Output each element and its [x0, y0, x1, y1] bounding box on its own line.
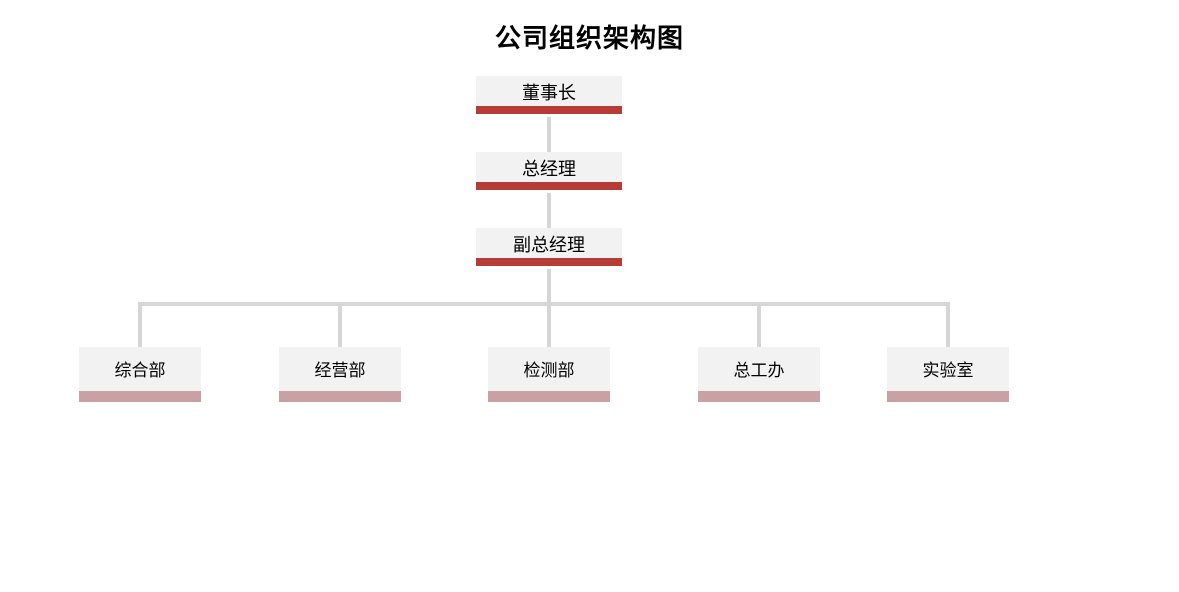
node-department-1[interactable]: 综合部 — [79, 347, 201, 402]
node-general-manager-label: 总经理 — [522, 159, 576, 181]
connector-drop-dept-2 — [338, 302, 342, 347]
connector-drop-dept-5 — [946, 302, 950, 347]
connector-drop-dept-3 — [547, 302, 551, 347]
node-chairman[interactable]: 董事长 — [476, 76, 622, 114]
node-department-3-label: 检测部 — [523, 361, 575, 382]
connector-drop-dept-4 — [757, 302, 761, 347]
node-department-5-label: 实验室 — [922, 361, 974, 382]
page-title: 公司组织架构图 — [494, 24, 684, 54]
node-department-4-accent-bar — [698, 391, 820, 402]
node-department-3-accent-bar — [488, 391, 610, 402]
node-department-5[interactable]: 实验室 — [887, 347, 1009, 402]
node-chairman-label: 董事长 — [522, 83, 576, 105]
node-department-4[interactable]: 总工办 — [698, 347, 820, 402]
node-department-1-accent-bar — [79, 391, 201, 402]
connector-drop-dept-1 — [138, 302, 142, 347]
node-department-2-accent-bar — [279, 391, 401, 402]
node-deputy-general-manager-accent-bar — [476, 258, 622, 266]
node-department-2[interactable]: 经营部 — [279, 347, 401, 402]
node-department-3[interactable]: 检测部 — [488, 347, 610, 402]
node-department-1-label: 综合部 — [114, 361, 166, 382]
connector-gm-to-deputy — [547, 193, 551, 231]
node-chairman-accent-bar — [476, 106, 622, 114]
connector-deputy-trunk — [547, 269, 551, 306]
connector-chairman-to-gm — [547, 117, 551, 155]
node-department-2-label: 经营部 — [314, 361, 366, 382]
node-department-5-accent-bar — [887, 391, 1009, 402]
node-department-4-label: 总工办 — [733, 361, 785, 382]
node-deputy-general-manager[interactable]: 副总经理 — [476, 228, 622, 266]
connector-department-bus — [138, 302, 950, 306]
node-general-manager-accent-bar — [476, 182, 622, 190]
node-deputy-general-manager-label: 副总经理 — [513, 235, 585, 257]
node-general-manager[interactable]: 总经理 — [476, 152, 622, 190]
